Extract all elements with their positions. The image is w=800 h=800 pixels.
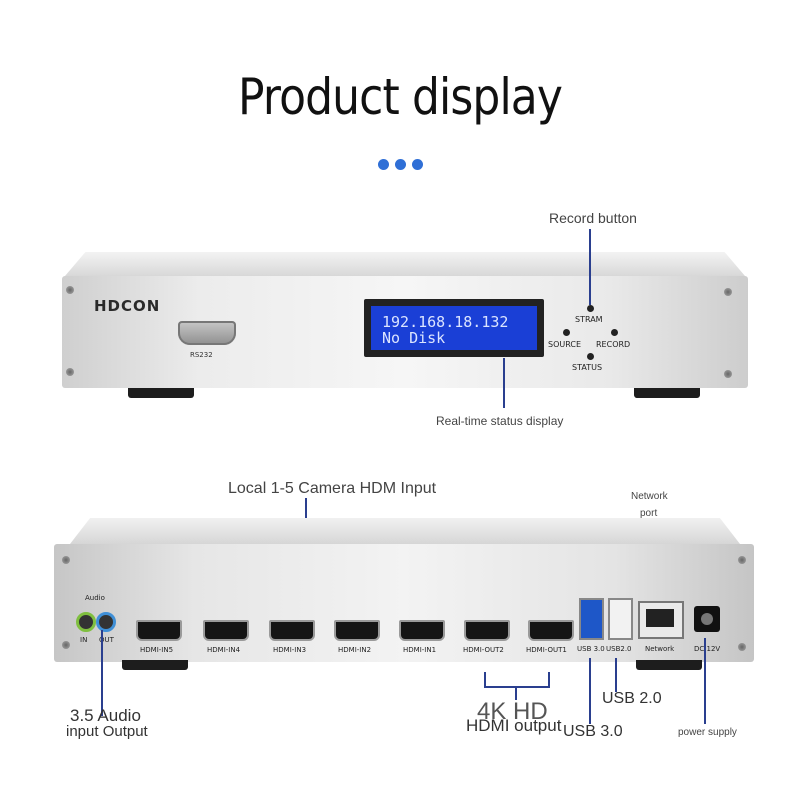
status-button[interactable] <box>587 353 594 360</box>
callout-4k-1: 4K HD <box>477 698 548 725</box>
carousel-dot <box>412 159 423 170</box>
screw-icon <box>724 370 732 378</box>
usb3-port <box>579 598 604 640</box>
callout-power: power supply <box>678 727 737 738</box>
dc-power-pin <box>701 613 713 625</box>
carousel-dot <box>378 159 389 170</box>
audio-out-label: OUT <box>99 636 114 644</box>
hdmi-in1-label: HDMI-IN1 <box>403 646 437 654</box>
callout-record-button: Record button <box>549 210 637 226</box>
callout-line <box>548 672 550 688</box>
callout-network-1: Network <box>631 491 668 502</box>
hdmi-in1-port <box>399 620 445 641</box>
callout-line <box>101 630 103 716</box>
callout-line <box>484 672 486 688</box>
screw-icon <box>724 288 732 296</box>
hdmi-in4-port <box>203 620 249 641</box>
hdmi-out2-port <box>464 620 510 641</box>
callout-network-2: port <box>640 508 658 519</box>
hdmi-in3-port <box>269 620 315 641</box>
status-label: STATUS <box>572 363 603 372</box>
callout-line <box>589 229 591 305</box>
source-label: SOURCE <box>548 340 582 349</box>
callout-line <box>503 358 505 408</box>
carousel-dot <box>395 159 406 170</box>
hdmi-in2-port <box>334 620 380 641</box>
audio-out-jack <box>96 612 116 632</box>
hdmi-in5-port <box>136 620 182 641</box>
record-button[interactable] <box>611 329 618 336</box>
device-foot <box>122 660 188 670</box>
usb2-label: USB2.0 <box>606 645 632 653</box>
hdmi-in4-label: HDMI-IN4 <box>207 646 241 654</box>
record-label: RECORD <box>596 340 631 349</box>
callout-line <box>704 638 706 724</box>
audio-in-label: IN <box>80 636 88 644</box>
page-title: Product display <box>237 68 563 126</box>
source-button[interactable] <box>563 329 570 336</box>
hdmi-out1-label: HDMI-OUT1 <box>526 646 567 654</box>
callout-4k-2: HDMI output <box>466 716 562 735</box>
callout-line <box>515 686 517 700</box>
callout-audio-2: input Output <box>66 723 148 740</box>
lcd-line-2: No Disk <box>382 329 446 347</box>
dc-label: DC 12V <box>694 645 721 653</box>
callout-usb3: USB 3.0 <box>563 723 623 740</box>
callout-status-display: Real-time status display <box>436 414 564 428</box>
audio-in-jack <box>76 612 96 632</box>
network-port-socket <box>646 609 674 627</box>
callout-line <box>589 658 591 724</box>
network-port <box>638 601 684 639</box>
audio-label: Audio <box>85 594 105 602</box>
callout-usb2: USB 2.0 <box>602 690 662 707</box>
callout-hdmi-inputs: Local 1-5 Camera HDM Input <box>228 480 437 497</box>
usb3-label: USB 3.0 <box>577 645 605 653</box>
screw-icon <box>62 556 70 564</box>
hdmi-out2-label: HDMI-OUT2 <box>463 646 504 654</box>
brand-logo: HDCON <box>94 297 161 315</box>
device-foot <box>634 388 700 398</box>
screw-icon <box>66 286 74 294</box>
screw-icon <box>66 368 74 376</box>
rs232-label: RS232 <box>190 351 213 359</box>
screw-icon <box>738 556 746 564</box>
usb2-port <box>608 598 633 640</box>
stram-label: STRAM <box>575 315 603 324</box>
screw-icon <box>738 643 746 651</box>
callout-audio-1: 3.5 Audio <box>70 706 141 725</box>
device-foot <box>128 388 194 398</box>
network-label: Network <box>645 645 675 653</box>
lcd-line-1: 192.168.18.132 <box>382 313 509 331</box>
front-panel-top <box>65 252 745 276</box>
hdmi-in3-label: HDMI-IN3 <box>273 646 307 654</box>
hdmi-in5-label: HDMI-IN5 <box>140 646 174 654</box>
stram-button[interactable] <box>587 305 594 312</box>
status-display <box>371 306 537 350</box>
rear-panel <box>54 544 754 662</box>
rear-panel-top <box>70 518 740 544</box>
hdmi-in2-label: HDMI-IN2 <box>338 646 372 654</box>
hdmi-out1-port <box>528 620 574 641</box>
callout-line <box>615 658 617 692</box>
device-foot <box>636 660 702 670</box>
screw-icon <box>62 641 70 649</box>
rs232-port <box>178 321 236 345</box>
